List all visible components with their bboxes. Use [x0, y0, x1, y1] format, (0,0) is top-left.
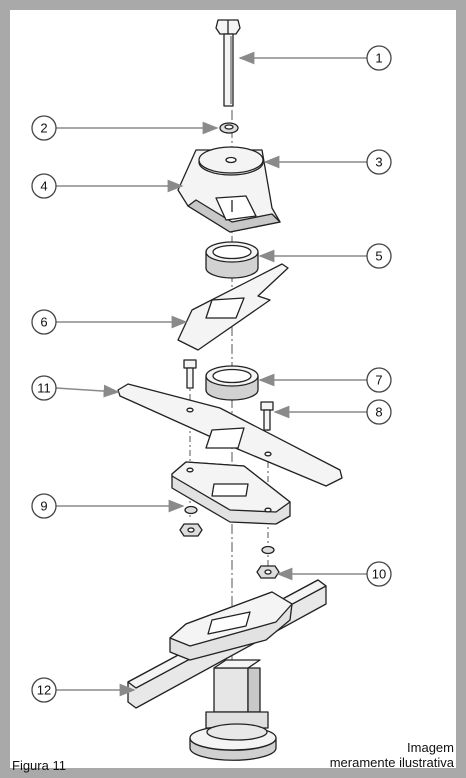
callout-label-8: 8: [375, 405, 382, 420]
callout-label-7: 7: [375, 373, 382, 388]
callout-label-10: 10: [372, 567, 386, 582]
callout-label-3: 3: [375, 155, 382, 170]
illustrative-note: Imagem meramente ilustrativa: [330, 740, 454, 770]
leader-11: [55, 384, 120, 398]
callout-circle-7: [366, 367, 392, 393]
large-washer-icon: [198, 146, 264, 176]
nut-2-icon: [256, 545, 280, 579]
callout-label-6: 6: [40, 315, 47, 330]
callout-circle-2: [31, 115, 57, 141]
blade-plate-icon: [177, 263, 289, 351]
washer-icon: [219, 122, 239, 134]
shaft-icon: [189, 659, 277, 761]
screw-left-icon: [183, 359, 197, 389]
long-blade-icon: [117, 383, 343, 487]
callout-label-9: 9: [40, 499, 47, 514]
callout-circle-1: [366, 45, 392, 71]
callout-circle-11: [31, 375, 57, 401]
callout-circle-6: [31, 309, 57, 335]
callout-label-5: 5: [375, 249, 382, 264]
nut-icon: [179, 505, 203, 537]
callout-label-2: 2: [40, 121, 47, 136]
callout-circle-10: [366, 561, 392, 587]
callout-circle-5: [366, 243, 392, 269]
callout-circle-12: [31, 677, 57, 703]
bushing-icon: [205, 241, 259, 279]
note-line-2: meramente ilustrativa: [329, 755, 454, 770]
callout-label-1: 1: [375, 51, 382, 66]
callout-circle-9: [31, 493, 57, 519]
bolt-icon: [215, 19, 241, 107]
callout-label-4: 4: [40, 179, 47, 194]
lower-holder-icon: [169, 591, 293, 661]
screw-right-icon: [260, 401, 274, 431]
callout-circle-8: [366, 399, 392, 425]
callout-circle-3: [366, 149, 392, 175]
callout-label-11: 11: [37, 381, 51, 396]
callout-label-12: 12: [37, 683, 51, 698]
lower-plate-icon: [171, 461, 291, 525]
note-line-1: Imagem: [407, 740, 454, 755]
figure-caption: Figura 11: [12, 758, 66, 773]
bushing-2-icon: [205, 365, 259, 401]
callout-circle-4: [31, 173, 57, 199]
